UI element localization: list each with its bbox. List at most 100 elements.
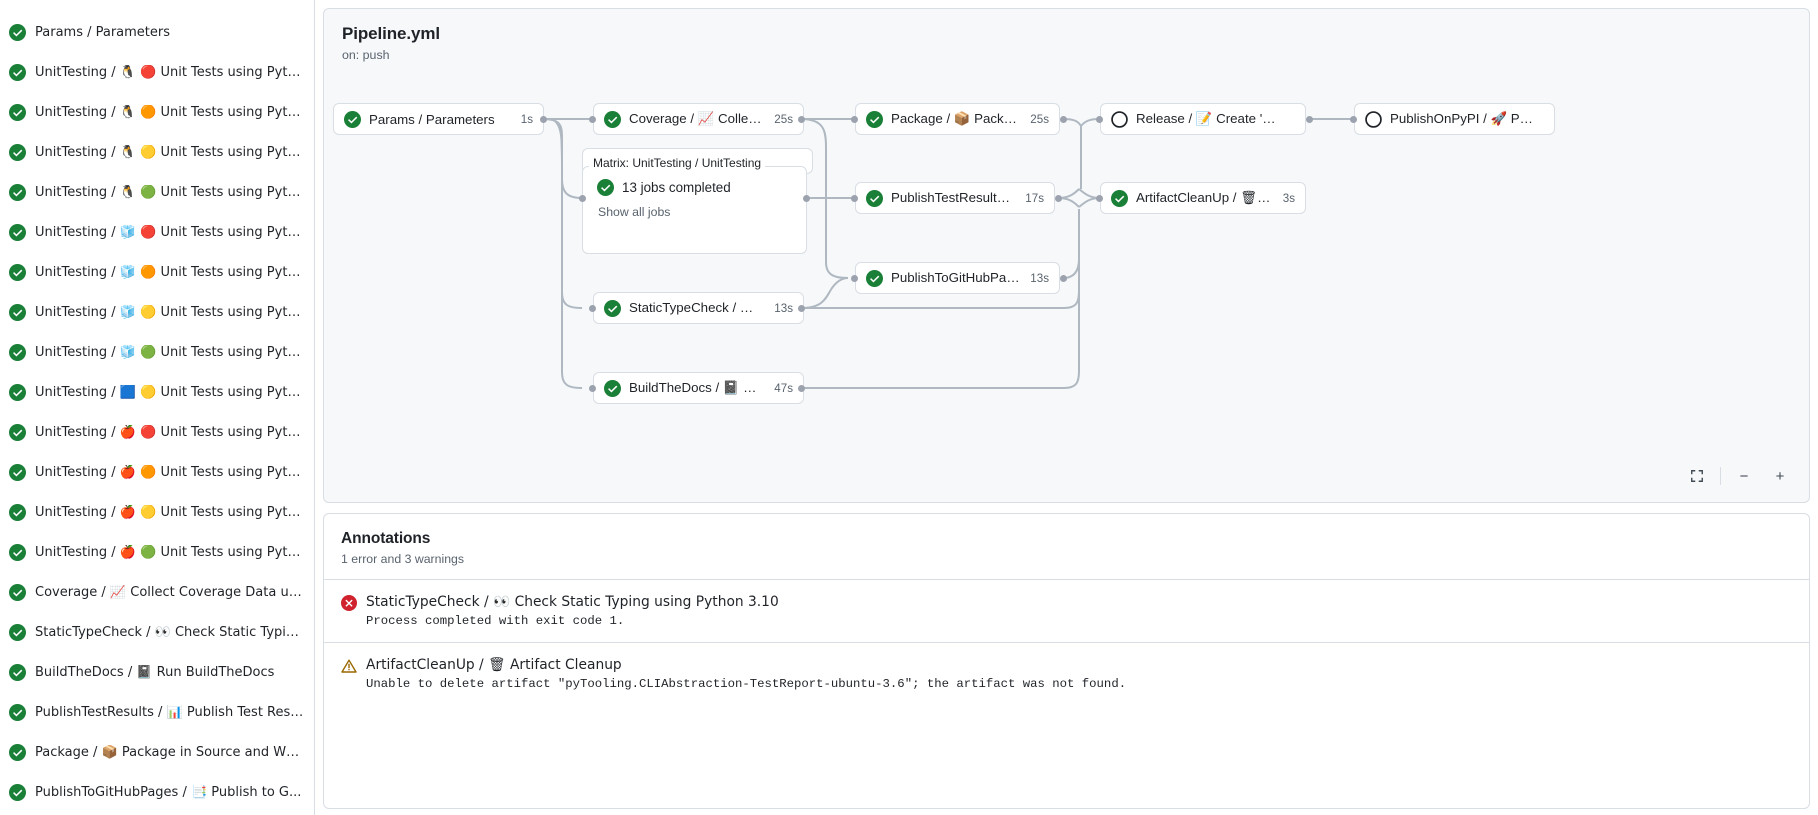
sidebar-job-item[interactable]: Coverage / 📈 Collect Coverage Data usi..…: [0, 572, 314, 612]
port-out-package: [1060, 116, 1067, 123]
sidebar-job-label: UnitTesting / 🧊 🟢 Unit Tests using Pyth.…: [35, 344, 306, 360]
sidebar-job-label: UnitTesting / 🟦 🟡 Unit Tests using Pyth.…: [35, 384, 306, 400]
graph-edges: [542, 118, 1354, 389]
sidebar-job-item[interactable]: UnitTesting / 🐧 🟠 Unit Tests using Pyth.…: [0, 92, 314, 132]
zoom-out-button[interactable]: −: [1739, 467, 1749, 485]
node-duration: 13s: [1030, 271, 1049, 285]
node-label: Params / Parameters: [369, 111, 495, 127]
status-success-icon: [9, 463, 26, 481]
port-out-matrix: [803, 195, 810, 202]
node-duration: 25s: [774, 112, 793, 126]
graph-zoom-controls[interactable]: − +: [1684, 464, 1793, 488]
graph-node-publishtogithubpages[interactable]: PublishToGitHubPages / 📑 ... 13s: [855, 262, 1060, 294]
show-all-jobs-link[interactable]: Show all jobs: [598, 205, 671, 219]
zoom-in-button[interactable]: +: [1775, 467, 1785, 485]
annotation-body: StaticTypeCheck / 👀 Check Static Typing …: [366, 594, 1793, 628]
sidebar-job-label: UnitTesting / 🍎 🟢 Unit Tests using Pyth.…: [35, 544, 306, 560]
port-out-coverage: [798, 116, 805, 123]
main-content: Pipeline.yml on: push: [315, 0, 1818, 815]
graph-node-coverage[interactable]: Coverage / 📈 Collect Cove... 25s: [593, 103, 804, 135]
status-success-icon: [866, 269, 883, 287]
sidebar-job-label: Coverage / 📈 Collect Coverage Data usi..…: [35, 584, 306, 600]
sidebar-job-label: BuildTheDocs / 📓 Run BuildTheDocs: [35, 664, 275, 680]
workflow-trigger: on: push: [342, 48, 390, 63]
sidebar-job-item[interactable]: UnitTesting / 🐧 🟡 Unit Tests using Pyth.…: [0, 132, 314, 172]
graph-node-artifactcleanup[interactable]: ArtifactCleanUp / 🗑 Artifac... 3s: [1100, 182, 1306, 214]
status-success-icon: [9, 223, 26, 241]
node-duration: 3s: [1282, 191, 1295, 205]
sidebar-job-item[interactable]: BuildTheDocs / 📓 Run BuildTheDocs: [0, 652, 314, 692]
matrix-jobs-card[interactable]: 13 jobs completed Show all jobs: [582, 166, 807, 254]
status-success-icon: [9, 623, 26, 641]
sidebar-job-item[interactable]: UnitTesting / 🧊 🟠 Unit Tests using Pyth.…: [0, 252, 314, 292]
annotation-row[interactable]: StaticTypeCheck / 👀 Check Static Typing …: [324, 579, 1809, 642]
warning-icon: [341, 658, 357, 691]
node-duration: 47s: [774, 381, 793, 395]
sidebar-job-item[interactable]: PublishTestResults / 📊 Publish Test Resu…: [0, 692, 314, 732]
sidebar-job-item[interactable]: UnitTesting / 🧊 🔴 Unit Tests using Pyth.…: [0, 212, 314, 252]
sidebar-job-item[interactable]: UnitTesting / 🍎 🟢 Unit Tests using Pyth.…: [0, 532, 314, 572]
sidebar-job-item[interactable]: StaticTypeCheck / 👀 Check Static Typing.…: [0, 612, 314, 652]
matrix-jobs-text: 13 jobs completed: [622, 180, 731, 195]
sidebar-job-item[interactable]: UnitTesting / 🍎 🔴 Unit Tests using Pyth.…: [0, 412, 314, 452]
status-success-icon: [9, 343, 26, 361]
graph-node-publishonpypi[interactable]: PublishOnPyPI / 🚀 Publish to ...: [1354, 103, 1555, 135]
status-success-icon: [9, 103, 26, 121]
graph-canvas[interactable]: Params / Parameters 1s Coverage / 📈 Coll…: [324, 9, 1809, 502]
graph-node-params[interactable]: Params / Parameters 1s: [333, 103, 544, 135]
annotation-job-name: ArtifactCleanUp / 🗑 Artifact Cleanup: [366, 657, 622, 673]
status-success-icon: [866, 110, 883, 128]
port-in-artifactcleanup: [1096, 195, 1103, 202]
node-label: Coverage / 📈 Collect Cove...: [629, 111, 764, 126]
matrix-jobs-status: 13 jobs completed: [597, 179, 792, 196]
graph-node-package[interactable]: Package / 📦 Package in So... 25s: [855, 103, 1060, 135]
node-duration: 1s: [520, 112, 533, 126]
status-success-icon: [1111, 189, 1128, 207]
sidebar-job-label: UnitTesting / 🍎 🔴 Unit Tests using Pyth.…: [35, 424, 306, 440]
fullscreen-icon[interactable]: [1684, 464, 1710, 488]
graph-node-statictypecheck[interactable]: StaticTypeCheck / 👀 Chec... 13s: [593, 292, 804, 324]
port-in-coverage: [589, 116, 596, 123]
graph-node-buildthedocs[interactable]: BuildTheDocs / 📓 Run Buil... 47s: [593, 372, 804, 404]
sidebar-job-item[interactable]: UnitTesting / 🧊 🟡 Unit Tests using Pyth.…: [0, 292, 314, 332]
workflow-header: Pipeline.yml on: push: [324, 9, 1809, 62]
sidebar-job-item[interactable]: Package / 📦 Package in Source and Wh...: [0, 732, 314, 772]
sidebar-job-item[interactable]: Params / Parameters: [0, 12, 314, 52]
sidebar-job-label: PublishTestResults / 📊 Publish Test Resu…: [35, 704, 306, 720]
status-success-icon: [9, 503, 26, 521]
port-in-publishonpypi: [1350, 116, 1357, 123]
sidebar-job-item[interactable]: UnitTesting / 🧊 🟢 Unit Tests using Pyth.…: [0, 332, 314, 372]
workflow-graph-panel[interactable]: Pipeline.yml on: push: [323, 8, 1810, 503]
sidebar-job-item[interactable]: UnitTesting / 🟦 🟡 Unit Tests using Pyth.…: [0, 372, 314, 412]
status-success-icon: [9, 303, 26, 321]
graph-node-publishtestresults[interactable]: PublishTestResults / 📊 Pu... 17s: [855, 182, 1055, 214]
sidebar-job-item[interactable]: UnitTesting / 🐧 🔴 Unit Tests using Pyth.…: [0, 52, 314, 92]
status-success-icon: [9, 583, 26, 601]
sidebar-job-label: UnitTesting / 🐧 🟢 Unit Tests using Pyth.…: [35, 184, 306, 200]
port-in-statictypecheck: [589, 305, 596, 312]
status-success-icon: [604, 379, 621, 397]
node-label: PublishToGitHubPages / 📑 ...: [891, 270, 1021, 285]
status-success-icon: [9, 783, 26, 801]
status-success-icon: [866, 189, 883, 207]
port-out-params: [540, 116, 547, 123]
sidebar-job-item[interactable]: UnitTesting / 🐧 🟢 Unit Tests using Pyth.…: [0, 172, 314, 212]
sidebar-job-label: UnitTesting / 🧊 🟡 Unit Tests using Pyth.…: [35, 304, 306, 320]
status-success-icon: [9, 743, 26, 761]
port-out-publishtogithubpages: [1060, 275, 1067, 282]
node-label: Release / 📝 Create 'Release P...: [1136, 111, 1285, 126]
port-in-buildthedocs: [589, 385, 596, 392]
status-success-icon: [9, 63, 26, 81]
sidebar-job-item[interactable]: UnitTesting / 🍎 🟠 Unit Tests using Pyth.…: [0, 452, 314, 492]
port-out-release: [1306, 116, 1313, 123]
graph-node-release[interactable]: Release / 📝 Create 'Release P...: [1100, 103, 1306, 135]
sidebar-job-item[interactable]: UnitTesting / 🍎 🟡 Unit Tests using Pyth.…: [0, 492, 314, 532]
status-success-icon: [9, 183, 26, 201]
sidebar-job-label: PublishToGitHubPages / 📑 Publish to G...: [35, 784, 302, 800]
port-in-package: [851, 116, 858, 123]
sidebar-job-item[interactable]: PublishToGitHubPages / 📑 Publish to G...: [0, 772, 314, 812]
status-success-icon: [9, 423, 26, 441]
